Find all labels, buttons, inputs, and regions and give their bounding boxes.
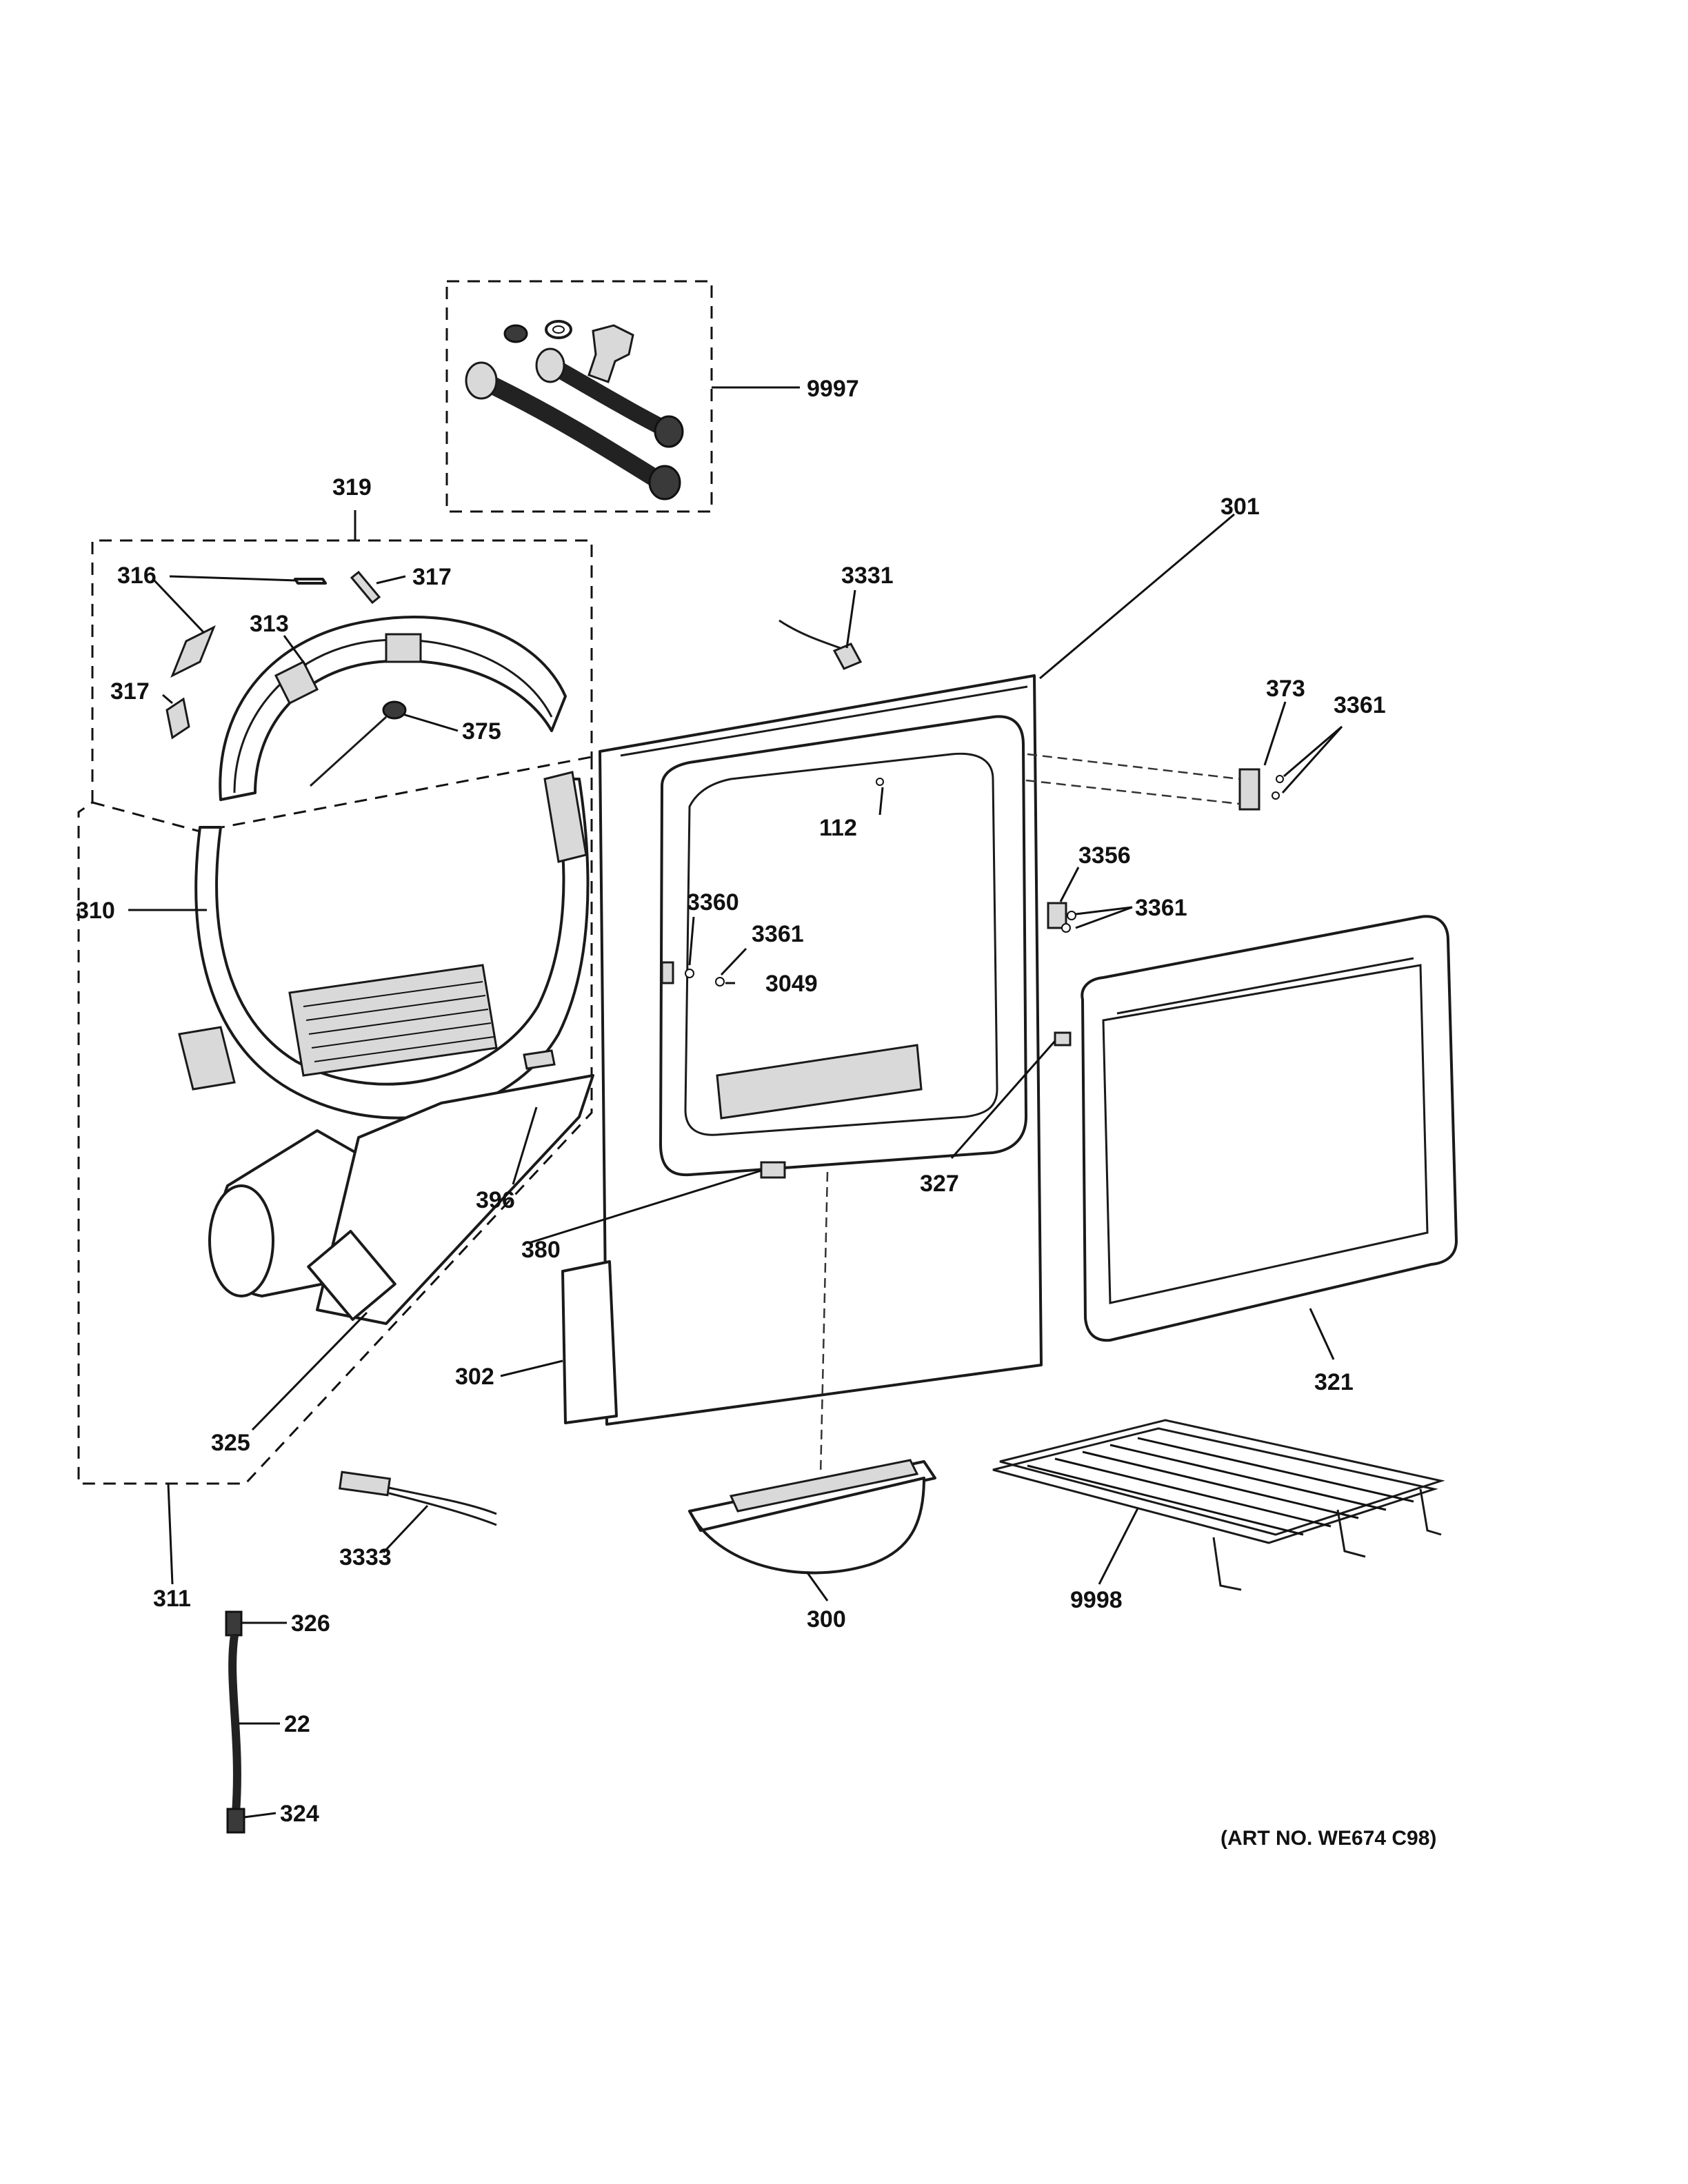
callout-302: 302 (455, 1364, 494, 1390)
harness-3333 (338, 1470, 497, 1554)
art-number: (ART NO. WE674 C98) (1220, 1827, 1436, 1850)
callout-326: 326 (291, 1610, 330, 1637)
callout-317-lower: 317 (110, 678, 150, 705)
callout-112: 112 (819, 815, 857, 841)
lint-filter-300 (688, 1459, 936, 1601)
callout-325: 325 (211, 1430, 250, 1456)
callout-3331: 3331 (841, 563, 894, 589)
callout-396: 396 (476, 1187, 515, 1213)
callout-310: 310 (76, 898, 115, 924)
callout-380: 380 (521, 1237, 561, 1263)
bulkhead-group-319 (91, 510, 593, 833)
callout-3049: 3049 (765, 971, 818, 997)
callout-3361-right: 3361 (1135, 895, 1187, 921)
callout-301: 301 (1220, 494, 1260, 520)
drying-rack-9998 (992, 1419, 1445, 1591)
callout-373: 373 (1266, 676, 1305, 702)
callout-3333: 3333 (339, 1544, 392, 1570)
callout-375: 375 (462, 718, 501, 745)
callout-9998: 9998 (1070, 1587, 1123, 1613)
callout-319: 319 (332, 474, 372, 501)
callout-321: 321 (1314, 1369, 1354, 1395)
callout-313: 313 (250, 611, 289, 637)
callout-3356: 3356 (1078, 842, 1131, 869)
callout-317-upper: 317 (412, 564, 452, 590)
callout-327: 327 (920, 1171, 959, 1197)
callout-300: 300 (807, 1606, 846, 1632)
hose-kit-group-9997 (445, 280, 800, 513)
callout-324: 324 (280, 1801, 319, 1827)
callout-3361-left: 3361 (752, 921, 804, 947)
callout-3361-top: 3361 (1334, 692, 1386, 718)
callout-3360: 3360 (687, 889, 739, 916)
sensor-cable-22 (225, 1610, 287, 1834)
bulkhead-group-311 (77, 757, 594, 1585)
callout-22: 22 (284, 1711, 310, 1737)
callout-316: 316 (117, 563, 157, 589)
door-321 (1081, 915, 1458, 1360)
callout-311: 311 (153, 1586, 191, 1612)
front-panel-301 (500, 513, 1343, 1476)
callout-9997: 9997 (807, 376, 859, 402)
